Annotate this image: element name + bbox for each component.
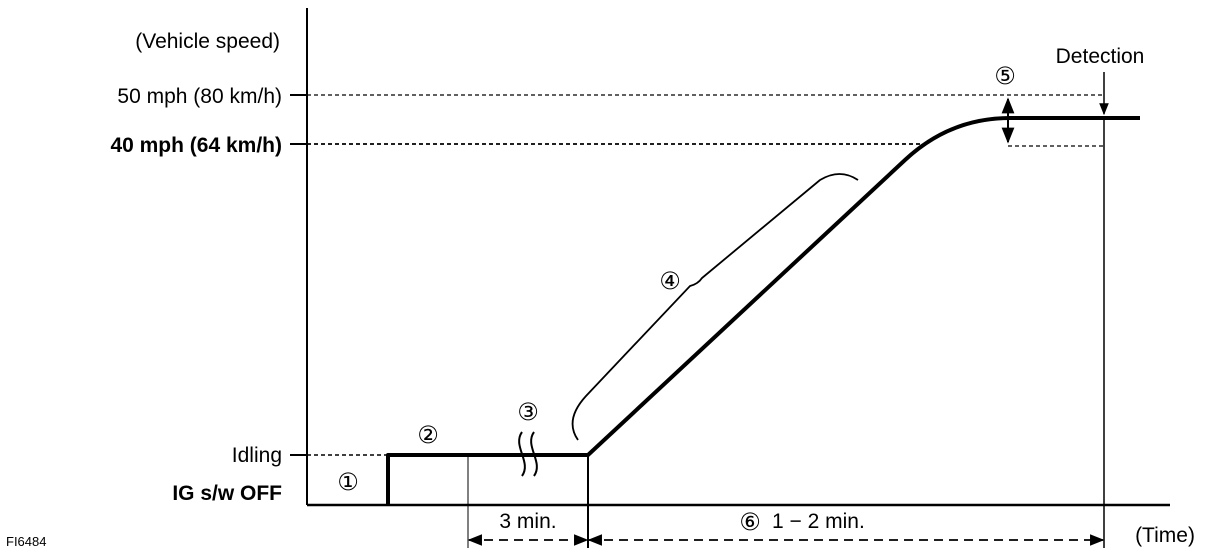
step-1-marker: ①	[337, 468, 359, 496]
step-6-marker: ⑥	[739, 508, 761, 536]
step-4-marker: ④	[659, 267, 681, 295]
detection-label: Detection	[1056, 45, 1145, 68]
break-mark	[518, 431, 526, 477]
step-3-marker: ③	[517, 398, 539, 426]
y-axis-title: (Vehicle speed)	[135, 30, 280, 53]
step-2-marker: ②	[417, 421, 439, 449]
duration-1-2min-text: 1 − 2 min.	[772, 510, 865, 533]
step4-brace	[571, 173, 859, 441]
label-40mph: 40 mph (64 km/h)	[110, 134, 282, 157]
step-5-marker: ⑤	[994, 62, 1016, 90]
duration-3min: 3 min.	[499, 510, 556, 533]
break-mark	[530, 431, 538, 477]
label-50mph: 50 mph (80 km/h)	[117, 85, 282, 108]
speed-curve	[386, 116, 1140, 505]
label-idling: Idling	[232, 444, 282, 467]
figure-id: FI6484	[6, 534, 46, 549]
time-axis-label: (Time)	[1135, 524, 1195, 547]
duration-1-2min: ⑥ 1 − 2 min.	[739, 508, 865, 536]
label-ig-off: IG s/w OFF	[172, 482, 282, 505]
